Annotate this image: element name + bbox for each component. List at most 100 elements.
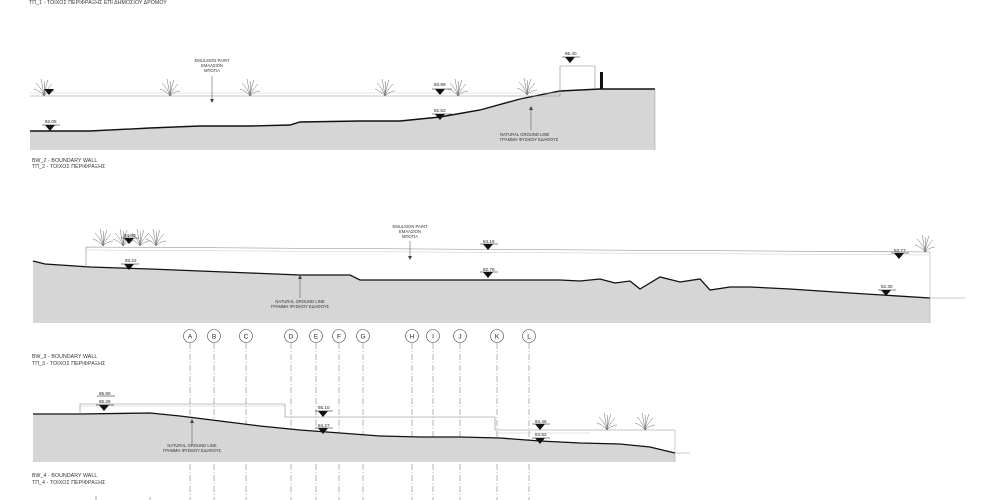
section-2-ground-arrow — [529, 106, 533, 110]
section-4-elevation: NATURAL GROUND LINE ΓΡΑΜΜΗ ΦΥΣΙΚΟΥ ΕΔΑΦΟ… — [33, 391, 690, 462]
level-marker-icon — [565, 57, 575, 63]
svg-text:ΜΠΟΓΙΑ: ΜΠΟΓΙΑ — [402, 234, 418, 239]
level-marker-icon — [99, 405, 109, 411]
section-2-caption-en: BW_2 - BOUNDARY WALL — [32, 158, 98, 164]
svg-text:ΜΠΟΓΙΑ: ΜΠΟΓΙΑ — [204, 68, 220, 73]
grid-label-i: I — [432, 334, 434, 341]
grid-axes: A B C D E F G H I J K L — [183, 329, 536, 500]
section-3-ground-note: NATURAL GROUND LINE ΓΡΑΜΜΗ ΦΥΣΙΚΟΥ ΕΔΑΦΟ… — [271, 299, 330, 309]
section-4-level-markers: 85.90 85.25 85.10 84.27 84.46 83.82 — [96, 391, 550, 444]
grid-bubble-j — [453, 329, 467, 343]
section-4-shrub — [596, 412, 618, 431]
grid-bubble-h — [405, 329, 419, 343]
grid-bubble-i — [426, 329, 440, 343]
svg-text:EMULSION PAINT: EMULSION PAINT — [194, 58, 229, 63]
section-3-wall-outline — [85, 246, 931, 267]
svg-text:ΓΡΑΜΜΗ ΦΥΣΙΚΟΥ ΕΔΑΦΟΥΣ: ΓΡΑΜΜΗ ΦΥΣΙΚΟΥ ΕΔΑΦΟΥΣ — [271, 304, 330, 309]
grid-bubble-l — [522, 329, 536, 343]
section-3-shrub — [92, 228, 114, 247]
section-4-ground-arrow — [190, 419, 194, 423]
section-3-coping-line — [85, 249, 931, 256]
grid-bubble-f — [332, 329, 346, 343]
section-2-ground-fill — [30, 89, 655, 150]
section-2-shrub — [516, 77, 538, 96]
section-2-level-markers: 82.05 83.89 82.62 85.40 — [42, 51, 580, 131]
section-2-shrub — [159, 78, 181, 97]
section-3-shrub — [145, 228, 167, 247]
section-3-shrub — [914, 234, 936, 253]
top-caption: ΤΠ_1 - ΤΟΙΧΟΣ ΠΕΡΙΦΡΑΞΗΣ ΕΠΙ ΔΗΜΟΣΙΟΥ ΔΡ… — [29, 0, 167, 6]
section-2-ground-line — [30, 88, 655, 132]
level-marker-icon — [535, 424, 545, 430]
grid-label-e: E — [314, 334, 319, 341]
svg-text:ΕΜΑΛΣΙΟΝ: ΕΜΑΛΣΙΟΝ — [201, 63, 223, 68]
svg-text:NATURAL GROUND LINE: NATURAL GROUND LINE — [167, 443, 217, 448]
level-label: 82.62 — [434, 108, 446, 113]
level-marker-icon — [435, 114, 445, 120]
grid-label-a: A — [188, 334, 193, 341]
section-2-wall-outline — [30, 65, 596, 97]
svg-text:NATURAL GROUND LINE: NATURAL GROUND LINE — [500, 132, 550, 137]
level-marker-icon — [483, 272, 493, 278]
level-marker-icon — [44, 89, 54, 95]
grid-label-k: K — [495, 334, 500, 341]
grid-label-d: D — [289, 334, 294, 341]
section-4-ground-fill — [33, 413, 675, 462]
level-label: 85.40 — [565, 51, 577, 56]
grid-label-g: G — [360, 334, 365, 341]
section-4-ground-note: NATURAL GROUND LINE ΓΡΑΜΜΗ ΦΥΣΙΚΟΥ ΕΔΑΦΟ… — [163, 443, 222, 453]
level-label: 85.25 — [99, 399, 111, 404]
section-3-level-markers: 84.80 83.22 84.16 82.76 83.77 82.30 — [121, 233, 909, 296]
section-2-paint-note: EMULSION PAINT ΕΜΑΛΣΙΟΝ ΜΠΟΓΙΑ — [194, 58, 229, 73]
level-label: 83.89 — [434, 82, 446, 87]
level-marker-icon — [881, 290, 891, 296]
section-3-ground-line — [32, 260, 931, 299]
section-2-post — [600, 72, 603, 89]
svg-text:ΕΜΑΛΣΙΟΝ: ΕΜΑΛΣΙΟΝ — [399, 229, 421, 234]
level-label: 82.30 — [881, 284, 893, 289]
level-label: 84.27 — [318, 423, 330, 428]
section-3-caption-gr: ΤΠ_3 - ΤΟΙΧΟΣ ΠΕΡΙΦΡΑΞΗΣ — [32, 361, 106, 367]
level-marker-icon — [318, 411, 328, 417]
section-4-ground-line — [33, 412, 676, 454]
section-4-caption-gr: ΤΠ_4 - ΤΟΙΧΟΣ ΠΕΡΙΦΡΑΞΗΣ — [32, 480, 106, 486]
section-4-caption-en: BW_4 - BOUNDARY WALL — [32, 473, 98, 479]
section-2-ground-note: NATURAL GROUND LINE ΓΡΑΜΜΗ ΦΥΣΙΚΟΥ ΕΔΑΦΟ… — [500, 132, 559, 142]
level-label: 83.82 — [535, 432, 547, 437]
level-label: 82.05 — [45, 119, 57, 124]
svg-text:EMULSION PAINT: EMULSION PAINT — [392, 224, 427, 229]
section-2-elevation: EMULSION PAINT ΕΜΑΛΣΙΟΝ ΜΠΟΓΙΑ NATURAL G… — [30, 51, 656, 150]
section-2-shrub — [447, 78, 469, 97]
level-marker-icon — [435, 89, 445, 95]
grid-label-c: C — [244, 334, 249, 341]
level-label: 83.22 — [125, 258, 137, 263]
level-label: 82.76 — [483, 267, 495, 272]
level-label: 85.90 — [99, 391, 111, 396]
grid-label-b: B — [212, 334, 216, 341]
section-3-elevation: EMULSION PAINT ΕΜΑΛΣΙΟΝ ΜΠΟΓΙΑ NATURAL G… — [32, 224, 965, 323]
section-2-caption-gr: ΤΠ_2 - ΤΟΙΧΟΣ ΠΕΡΙΦΡΑΞΗΣ — [32, 164, 106, 170]
section-3-paint-arrow — [408, 256, 412, 260]
section-2-shrub — [374, 78, 396, 97]
grid-bubble-g — [356, 329, 370, 343]
level-label: 85.10 — [318, 405, 330, 410]
grid-label-l: L — [527, 334, 531, 341]
level-label: 84.16 — [483, 239, 495, 244]
level-label: 84.80 — [124, 233, 136, 238]
grid-bubble-c — [239, 329, 253, 343]
grid-bubble-d — [284, 329, 298, 343]
svg-text:ΓΡΑΜΜΗ ΦΥΣΙΚΟΥ ΕΔΑΦΟΥΣ: ΓΡΑΜΜΗ ΦΥΣΙΚΟΥ ΕΔΑΦΟΥΣ — [163, 448, 222, 453]
grid-bubble-a — [183, 329, 197, 343]
section-3-caption-en: BW_3 - BOUNDARY WALL — [32, 354, 98, 360]
grid-label-j: J — [458, 334, 461, 341]
section-4-wall-outline — [79, 403, 675, 431]
grid-label-f: F — [337, 334, 341, 341]
grid-bubble-e — [309, 329, 323, 343]
section-2-shrub — [33, 78, 55, 97]
section-3-ground-fill — [33, 261, 930, 323]
level-marker-icon — [894, 253, 904, 259]
grid-label-h: H — [410, 334, 415, 341]
level-marker-icon — [535, 438, 545, 444]
level-label: 84.46 — [535, 419, 547, 424]
